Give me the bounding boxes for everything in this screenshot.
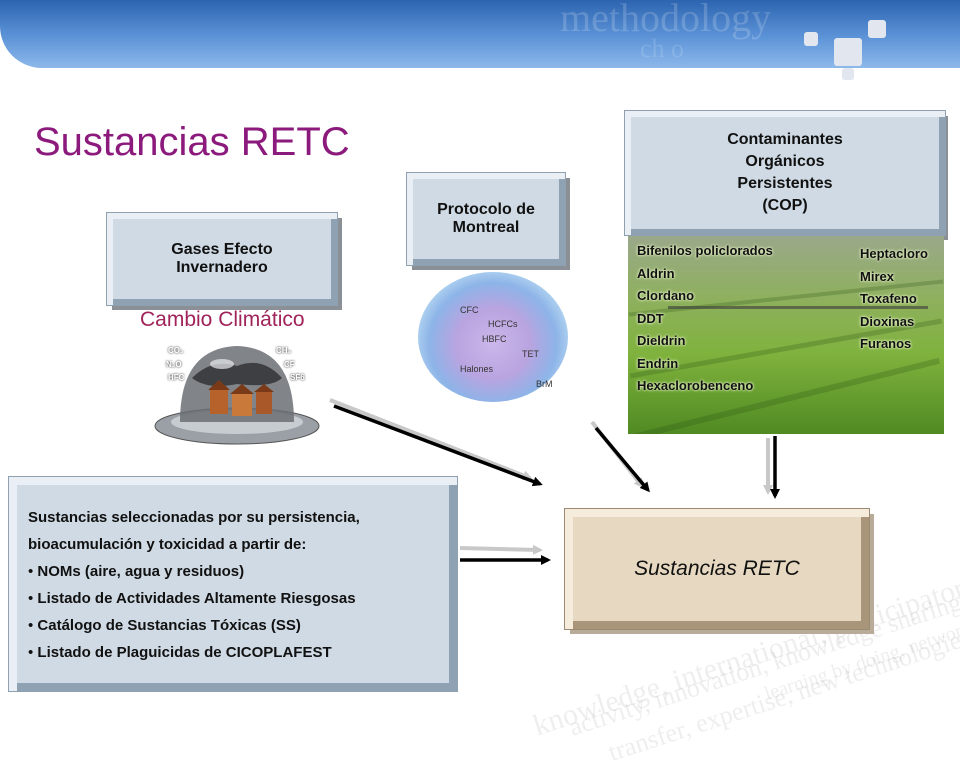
arrow-montreal	[594, 426, 650, 493]
gas-label-left: HFC	[168, 373, 185, 382]
cambio-climatico-label: Cambio Climático	[140, 308, 305, 331]
gas-label-left: CO₂	[168, 346, 184, 355]
selection-intro: bioacumulación y toxicidad a partir de:	[28, 536, 307, 553]
ozone-label: HCFCs	[488, 319, 518, 329]
selection-bullet: Listado de Plaguicidas de CICOPLAFEST	[28, 639, 448, 666]
page-title: Sustancias RETC	[34, 120, 350, 164]
deco-square-icon	[834, 38, 862, 66]
ozone-label: HBFC	[482, 334, 507, 344]
header-banner: methodology ch o	[0, 0, 960, 68]
gas-label-right: SF6	[290, 373, 305, 382]
ozone-label: Halones	[460, 364, 494, 374]
greenhouse-dome-illustration	[154, 346, 320, 445]
cop-box-line: Contaminantes	[727, 131, 843, 148]
cop-list-left: Bifenilos policlorados Aldrin Clordano D…	[637, 240, 773, 398]
target-retc-label: Sustancias RETC	[634, 557, 800, 580]
gas-label-right: CF	[284, 360, 295, 369]
arrow-gei-shadow	[329, 398, 533, 481]
cop-item: Furanos	[860, 336, 912, 351]
selection-bullet: Listado de Actividades Altamente Riesgos…	[28, 585, 448, 612]
ozone-label: TET	[522, 349, 539, 359]
cop-item: DDT	[637, 310, 664, 326]
gei-box-line1: Gases Efecto	[171, 241, 273, 258]
selection-bullet: Catálogo de Sustancias Tóxicas (SS)	[28, 612, 448, 639]
cop-item: Bifenilos policlorados	[637, 243, 773, 258]
arrow-selection-shadow	[459, 544, 543, 555]
arrow-gei	[333, 404, 543, 487]
ozone-label: CFC	[460, 305, 479, 315]
banner-watermark-2: ch o	[640, 34, 685, 63]
cop-item: Aldrin	[637, 265, 675, 281]
cop-item: Dieldrin	[637, 333, 686, 348]
montreal-box-line2: Montreal	[452, 219, 520, 236]
deco-square-icon	[842, 68, 854, 80]
gas-label-right: CH₄	[276, 346, 292, 355]
cop-item: Endrin	[637, 355, 679, 371]
selection-intro: Sustancias seleccionadas por su persiste…	[28, 509, 360, 526]
cop-item: Clordano	[637, 288, 695, 303]
cop-item: Hexaclorobenceno	[637, 378, 754, 393]
selection-text: Sustancias seleccionadas por su persiste…	[28, 504, 448, 666]
cop-box-line: Orgánicos	[745, 153, 825, 170]
cop-item: Mirex	[860, 268, 894, 284]
target-retc-box: Sustancias RETC	[564, 508, 870, 630]
ozone-hole-illustration	[418, 272, 568, 402]
selection-bullet: NOMs (aire, agua y residuos)	[28, 558, 448, 585]
cop-box-line: Persistentes	[737, 175, 833, 192]
cop-item: Toxafeno	[860, 291, 917, 306]
deco-square-icon	[868, 20, 886, 38]
cop-list-right: Heptacloro Mirex Toxafeno Dioxinas Furan…	[860, 243, 928, 356]
banner-watermark: methodology	[560, 0, 772, 40]
gas-label-left: N₂O	[166, 360, 182, 369]
gei-box-line2: Invernadero	[176, 259, 268, 276]
montreal-box-line1: Protocolo de	[437, 201, 535, 218]
crop-field-photo	[628, 236, 944, 434]
cop-item: Heptacloro	[860, 246, 928, 261]
deco-square-icon	[804, 32, 818, 46]
cop-box: Contaminantes Orgánicos Persistentes (CO…	[624, 110, 946, 236]
ozone-label: BrM	[536, 379, 553, 389]
cop-item: Dioxinas	[860, 313, 915, 329]
cop-box-line: (COP)	[762, 197, 808, 214]
